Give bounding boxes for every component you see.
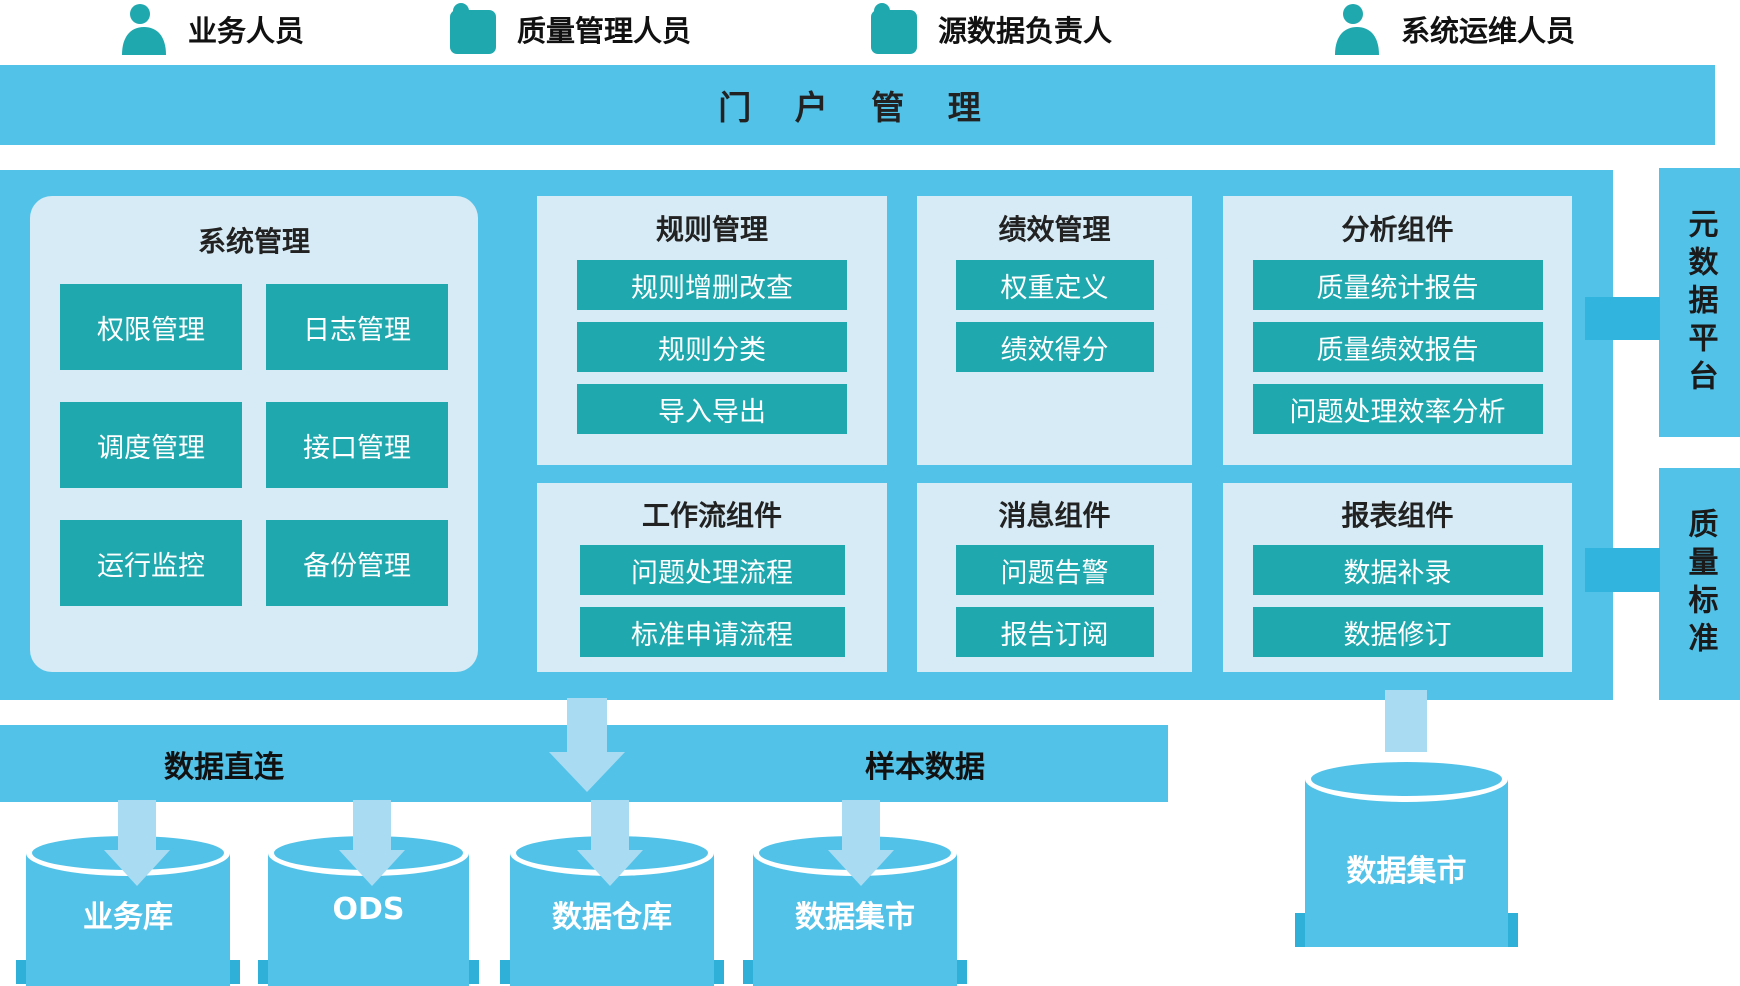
role-quality-manager: 质量管理人员 <box>447 2 691 56</box>
bar-to-db-arrow <box>353 800 391 852</box>
module-button[interactable]: 规则分类 <box>577 322 847 372</box>
cylinder-base-tab <box>955 960 967 984</box>
panel-to-bar-arrowhead <box>549 752 625 795</box>
datamart-label: 数据集市 <box>1346 854 1467 889</box>
module-button[interactable]: 数据修订 <box>1252 607 1543 657</box>
sample-data-label: 样本数据 <box>865 749 985 785</box>
role-system-operator: 系统运维人员 <box>1331 2 1575 56</box>
section-title: 规则管理 <box>655 213 768 246</box>
cylinder-base-tab <box>743 960 755 984</box>
module-button[interactable]: 数据补录 <box>1252 545 1543 595</box>
section-message-components: 消息组件 问题告警 报告订阅 <box>917 483 1192 672</box>
module-button[interactable]: 规则增删改查 <box>577 260 847 310</box>
cylinder-base-tab <box>1506 913 1518 947</box>
role-label: 质量管理人员 <box>517 14 692 48</box>
section-title: 工作流组件 <box>641 499 782 532</box>
section-title: 绩效管理 <box>998 213 1111 246</box>
cylinder-base-tab <box>712 960 724 984</box>
panel-to-bar-arrow <box>567 698 607 754</box>
metadata-connector <box>1585 297 1660 340</box>
role-source-data-owner: 源数据负责人 <box>868 2 1112 56</box>
role-label: 业务人员 <box>188 14 305 48</box>
quality-standard-box: 质量标准 <box>1659 468 1740 700</box>
module-button[interactable]: 权限管理 <box>60 284 242 370</box>
section-report-components: 报表组件 数据补录 数据修订 <box>1223 483 1572 672</box>
module-button[interactable]: 绩效得分 <box>955 322 1154 372</box>
section-title: 消息组件 <box>998 499 1111 532</box>
module-button[interactable]: 调度管理 <box>60 402 242 488</box>
system-buttons-grid: 权限管理 日志管理 调度管理 接口管理 运行监控 备份管理 <box>30 284 478 606</box>
section-rule-management: 规则管理 规则增删改查 规则分类 导入导出 <box>537 196 887 465</box>
bar-to-db-arrow <box>591 800 629 852</box>
bar-to-db-arrow <box>118 800 156 852</box>
module-button[interactable]: 问题处理效率分析 <box>1252 384 1543 434</box>
section-title: 系统管理 <box>197 225 310 258</box>
database-label: 数据仓库 <box>552 900 672 935</box>
section-performance-management: 绩效管理 权重定义 绩效得分 <box>917 196 1192 465</box>
database-label: 数据集市 <box>795 900 915 935</box>
section-workflow-components: 工作流组件 问题处理流程 标准申请流程 <box>537 483 887 672</box>
bar-to-db-arrowhead <box>339 850 405 889</box>
cylinder-base-tab <box>500 960 512 984</box>
module-button[interactable]: 质量统计报告 <box>1252 260 1543 310</box>
cylinder-base-tab <box>1295 913 1307 947</box>
section-title: 分析组件 <box>1341 213 1454 246</box>
module-button[interactable]: 导入导出 <box>577 384 847 434</box>
cylinder-body <box>1305 779 1508 947</box>
direct-connection-label: 数据直连 <box>164 749 284 785</box>
bar-to-db-arrowhead <box>577 850 643 889</box>
portal-banner-title: 门 户 管 理 <box>718 88 997 127</box>
portal-banner: 门 户 管 理 <box>0 65 1715 145</box>
bar-to-db-arrowhead <box>828 850 894 889</box>
module-button[interactable]: 权重定义 <box>955 260 1154 310</box>
module-button[interactable]: 接口管理 <box>266 402 448 488</box>
cylinder-base-tab <box>16 960 28 984</box>
datamart-cylinder: 数据集市 <box>1295 756 1518 947</box>
person-icon <box>1331 3 1383 55</box>
module-button[interactable]: 质量绩效报告 <box>1252 322 1543 372</box>
cylinder-base-tab <box>258 960 270 984</box>
module-button[interactable]: 备份管理 <box>266 520 448 606</box>
panel-to-datamart-connector <box>1385 690 1427 752</box>
cylinder-top <box>1305 756 1508 802</box>
database-label: 业务库 <box>83 900 173 935</box>
cylinder-base-tab <box>467 960 479 984</box>
cylinder-base-tab <box>228 960 240 984</box>
section-system-management: 系统管理 权限管理 日志管理 调度管理 接口管理 运行监控 备份管理 <box>30 196 478 672</box>
database-label: ODS <box>332 892 405 927</box>
role-business-user: 业务人员 <box>118 2 304 56</box>
person-badge-icon <box>447 3 499 55</box>
module-button[interactable]: 报告订阅 <box>955 607 1154 657</box>
bar-to-db-arrow <box>842 800 880 852</box>
module-button[interactable]: 问题告警 <box>955 545 1154 595</box>
person-icon <box>118 3 170 55</box>
quality-standard-connector <box>1585 548 1660 592</box>
module-button[interactable]: 运行监控 <box>60 520 242 606</box>
section-analysis-components: 分析组件 质量统计报告 质量绩效报告 问题处理效率分析 <box>1223 196 1572 465</box>
module-button[interactable]: 日志管理 <box>266 284 448 370</box>
person-badge-icon <box>868 3 920 55</box>
role-label: 源数据负责人 <box>938 14 1113 48</box>
metadata-platform-box: 元数据平台 <box>1659 168 1740 437</box>
bar-to-db-arrowhead <box>104 850 170 889</box>
role-label: 系统运维人员 <box>1401 14 1576 48</box>
section-title: 报表组件 <box>1341 499 1454 532</box>
module-button[interactable]: 问题处理流程 <box>579 545 845 595</box>
module-button[interactable]: 标准申请流程 <box>579 607 845 657</box>
